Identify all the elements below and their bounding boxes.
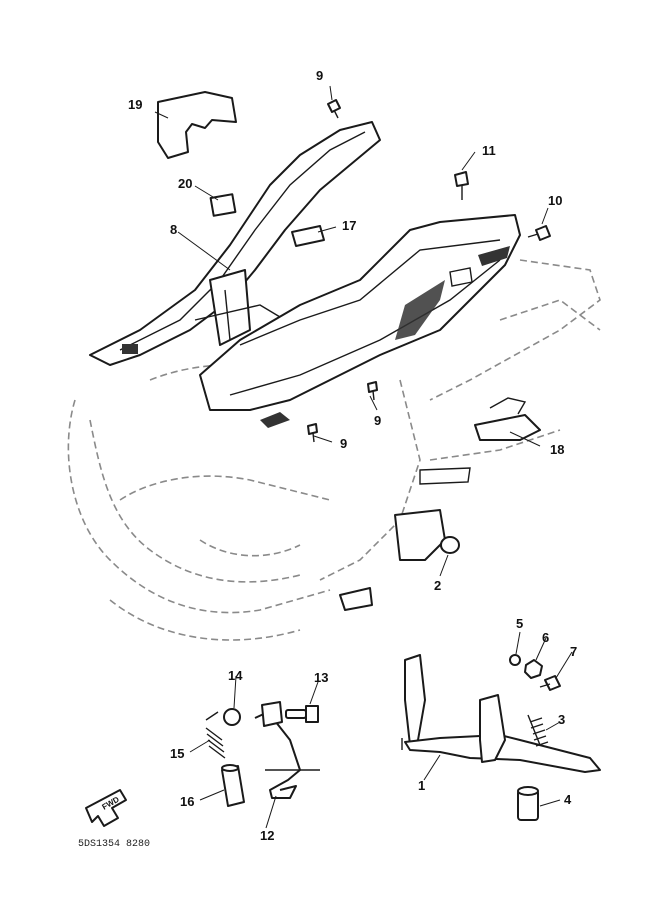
callout-14: 14: [228, 668, 243, 683]
callout-9-low: 9: [340, 436, 347, 451]
callout-11: 11: [482, 143, 496, 158]
callout-5: 5: [516, 616, 523, 631]
footboard-panel: [199, 214, 521, 428]
bolt-9-top-icon: [327, 99, 341, 119]
part-3-spring: [527, 714, 549, 747]
leader-lines: [154, 85, 573, 829]
callout-6: 6: [542, 630, 549, 645]
part-6-nut: [524, 659, 543, 679]
part-14-nut: [223, 708, 241, 726]
callout-16: 16: [180, 794, 194, 809]
callout-13: 13: [314, 670, 328, 685]
callout-4: 4: [564, 792, 572, 807]
part-1-main-stand: [401, 654, 601, 773]
callout-12: 12: [260, 828, 274, 843]
part-18-pad: [474, 397, 541, 441]
callout-7: 7: [570, 644, 577, 659]
part-7-bolt: [539, 675, 561, 691]
callout-15: 15: [170, 746, 184, 761]
callout-labels: 19 9 20 11 10 8 17 9 9 18 2 5 6 7 14 13 …: [128, 68, 577, 843]
callout-2: 2: [434, 578, 441, 593]
part-2-bushing: [440, 536, 460, 554]
front-direction-arrow-icon: FWD: [85, 789, 127, 827]
callout-20: 20: [178, 176, 192, 191]
callout-1: 1: [418, 778, 425, 793]
inner-bracket: [194, 269, 286, 346]
part-13-pivot-bolt: [285, 705, 319, 723]
callout-19: 19: [128, 97, 142, 112]
bolt-11-icon: [454, 171, 469, 200]
callout-3: 3: [558, 712, 565, 727]
bolt-9-mid-icon: [367, 381, 378, 401]
part-4-rubber-stop: [517, 786, 539, 821]
callout-17: 17: [342, 218, 356, 233]
bolt-9-low-icon: [307, 423, 318, 443]
callout-9-top: 9: [316, 68, 323, 83]
callout-9-mid: 9: [374, 413, 381, 428]
callout-10: 10: [548, 193, 562, 208]
frame-lower-bracket: [339, 587, 373, 611]
callout-8: 8: [170, 222, 177, 237]
part-12-side-stand: [254, 701, 320, 799]
callout-18: 18: [550, 442, 564, 457]
part-8-side-cover: [89, 121, 381, 366]
part-16-sleeve: [221, 764, 245, 807]
part-5-washer: [509, 654, 521, 666]
part-19-pad: [157, 91, 237, 159]
part-15-spring: [205, 711, 226, 759]
drawing-code: 5DS1354 8280: [78, 839, 150, 850]
part-17-caution-label: [291, 225, 325, 247]
bolt-10-icon: [527, 225, 551, 241]
